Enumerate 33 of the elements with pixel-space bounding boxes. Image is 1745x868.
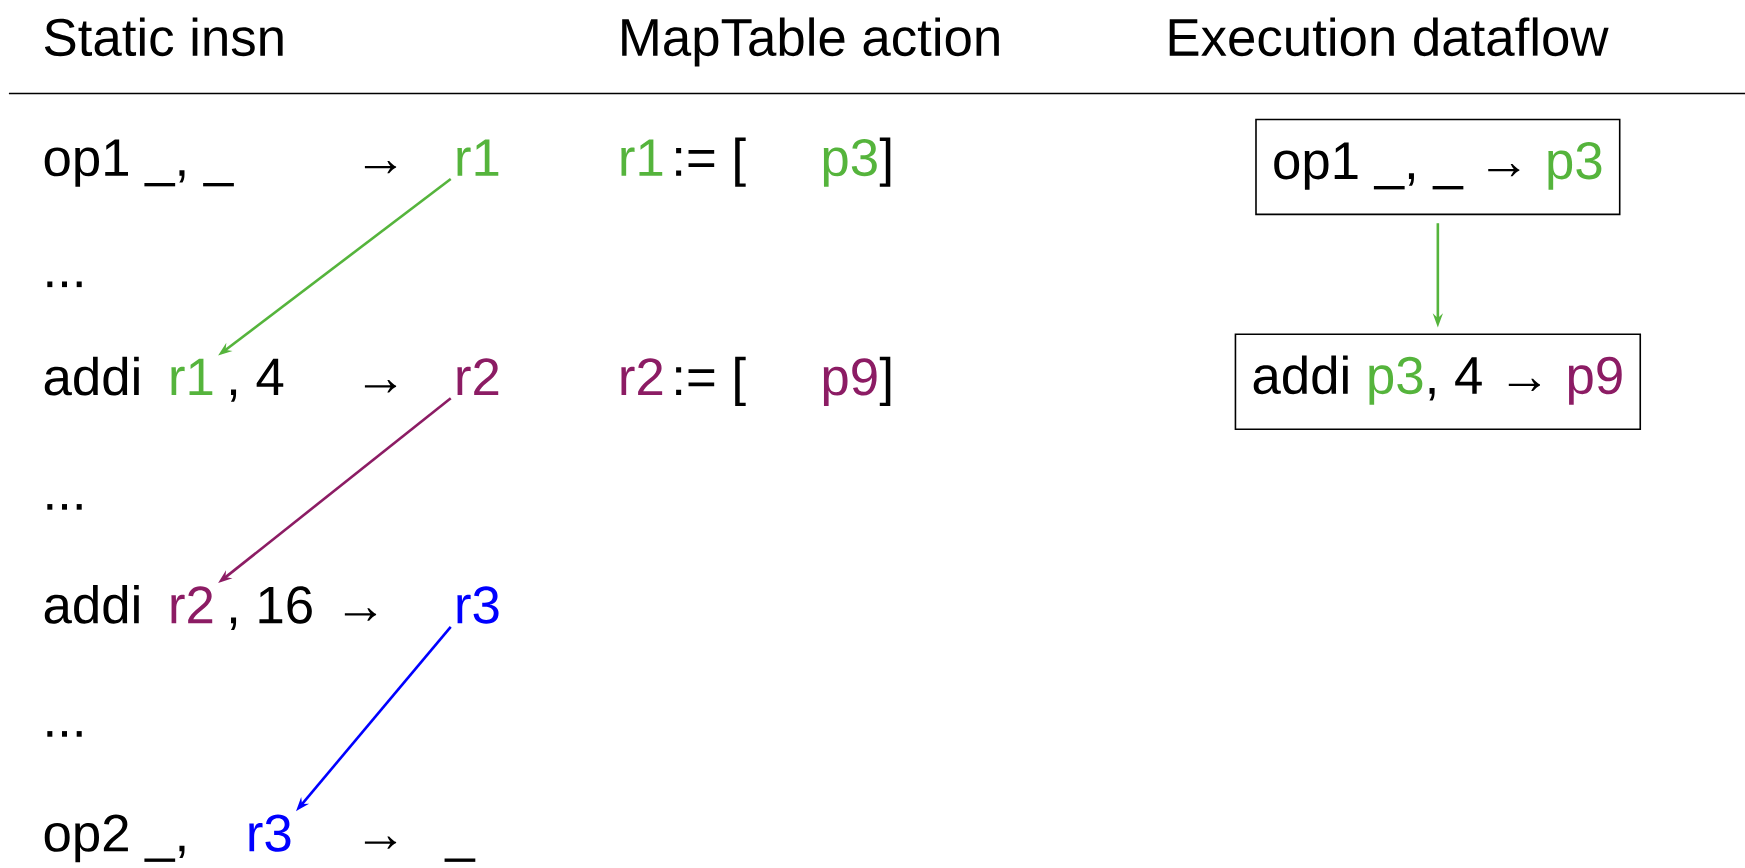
arrow-symbol: → (364, 836, 397, 849)
register-name: r1 (457, 139, 499, 176)
instruction-text: addi (44, 356, 139, 396)
instruction-text: op1 _, _ (44, 139, 234, 187)
register-name: r2 (621, 358, 663, 396)
column-header: Static insn (44, 17, 283, 57)
column-header: MapTable action (622, 17, 999, 67)
arrow-symbol: → (364, 160, 397, 174)
instruction-text: , 4 (230, 358, 284, 402)
bracket-text: ] (879, 356, 891, 406)
instruction-text: , 16 (230, 586, 312, 630)
register-name: p3 (823, 139, 877, 187)
register-name: r2 (457, 358, 499, 396)
register-name: r3 (249, 814, 291, 852)
column-header: Execution dataflow (1169, 17, 1609, 57)
instruction-box: op1 _, _ → p3 (1255, 118, 1621, 216)
assign-text: := [ (676, 137, 746, 187)
instruction-text: _ (444, 858, 476, 862)
bracket-text: ] (879, 137, 891, 187)
register-name: p9 (823, 358, 877, 406)
ellipsis: ... (47, 281, 82, 288)
register-name: r2 (171, 586, 213, 624)
register-name: r1 (171, 358, 213, 396)
register-name: r3 (457, 586, 499, 624)
arrow-symbol: → (364, 380, 397, 393)
instruction-box: addi p3, 4 → p9 (1234, 333, 1642, 430)
instruction-text: addi (44, 584, 139, 624)
register-name: r1 (621, 139, 663, 176)
ellipsis: ... (47, 731, 82, 737)
ellipsis: ... (47, 504, 82, 510)
arrow-symbol: → (344, 608, 377, 621)
instruction-text: op2 _, (44, 814, 185, 863)
assign-text: := [ (676, 356, 746, 406)
